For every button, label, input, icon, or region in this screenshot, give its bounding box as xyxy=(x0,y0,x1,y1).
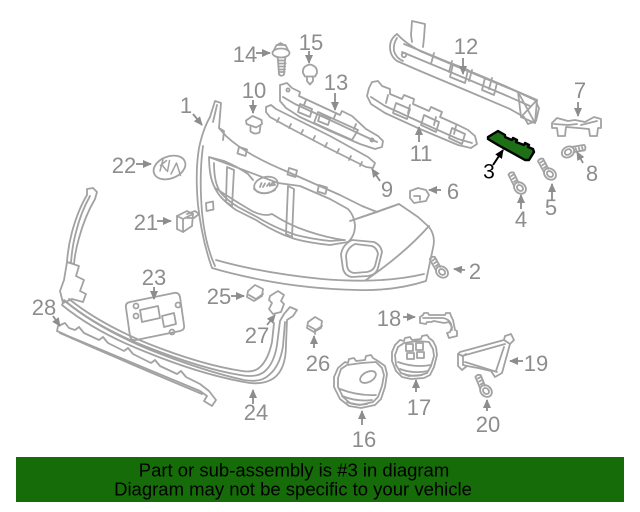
svg-text:21: 21 xyxy=(134,210,158,235)
svg-text:11: 11 xyxy=(410,141,433,166)
svg-text:7: 7 xyxy=(574,78,586,103)
svg-text:Diagram may not be specific to: Diagram may not be specific to your vehi… xyxy=(114,479,472,500)
svg-text:Part or sub-assembly is #3 in: Part or sub-assembly is #3 in diagram xyxy=(139,460,450,481)
svg-text:4: 4 xyxy=(515,207,527,232)
svg-text:18: 18 xyxy=(377,306,401,331)
svg-text:16: 16 xyxy=(352,427,376,452)
svg-text:8: 8 xyxy=(586,161,598,186)
svg-text:6: 6 xyxy=(447,179,459,204)
svg-text:26: 26 xyxy=(306,351,330,376)
svg-text:12: 12 xyxy=(454,34,478,59)
svg-text:20: 20 xyxy=(476,412,500,437)
svg-text:19: 19 xyxy=(524,351,548,376)
svg-text:24: 24 xyxy=(244,400,268,425)
svg-text:14: 14 xyxy=(233,42,257,67)
svg-text:13: 13 xyxy=(324,70,348,95)
svg-text:3: 3 xyxy=(483,161,495,184)
svg-text:23: 23 xyxy=(142,265,166,290)
svg-text:10: 10 xyxy=(242,78,266,103)
svg-text:9: 9 xyxy=(381,177,393,202)
svg-text:27: 27 xyxy=(245,323,269,348)
svg-text:1: 1 xyxy=(180,93,192,118)
svg-text:17: 17 xyxy=(407,395,431,420)
svg-text:25: 25 xyxy=(207,284,231,309)
svg-text:2: 2 xyxy=(469,259,481,284)
svg-text:15: 15 xyxy=(299,30,323,55)
svg-text:5: 5 xyxy=(545,195,557,220)
svg-text:22: 22 xyxy=(112,153,136,178)
svg-text:28: 28 xyxy=(32,295,56,320)
